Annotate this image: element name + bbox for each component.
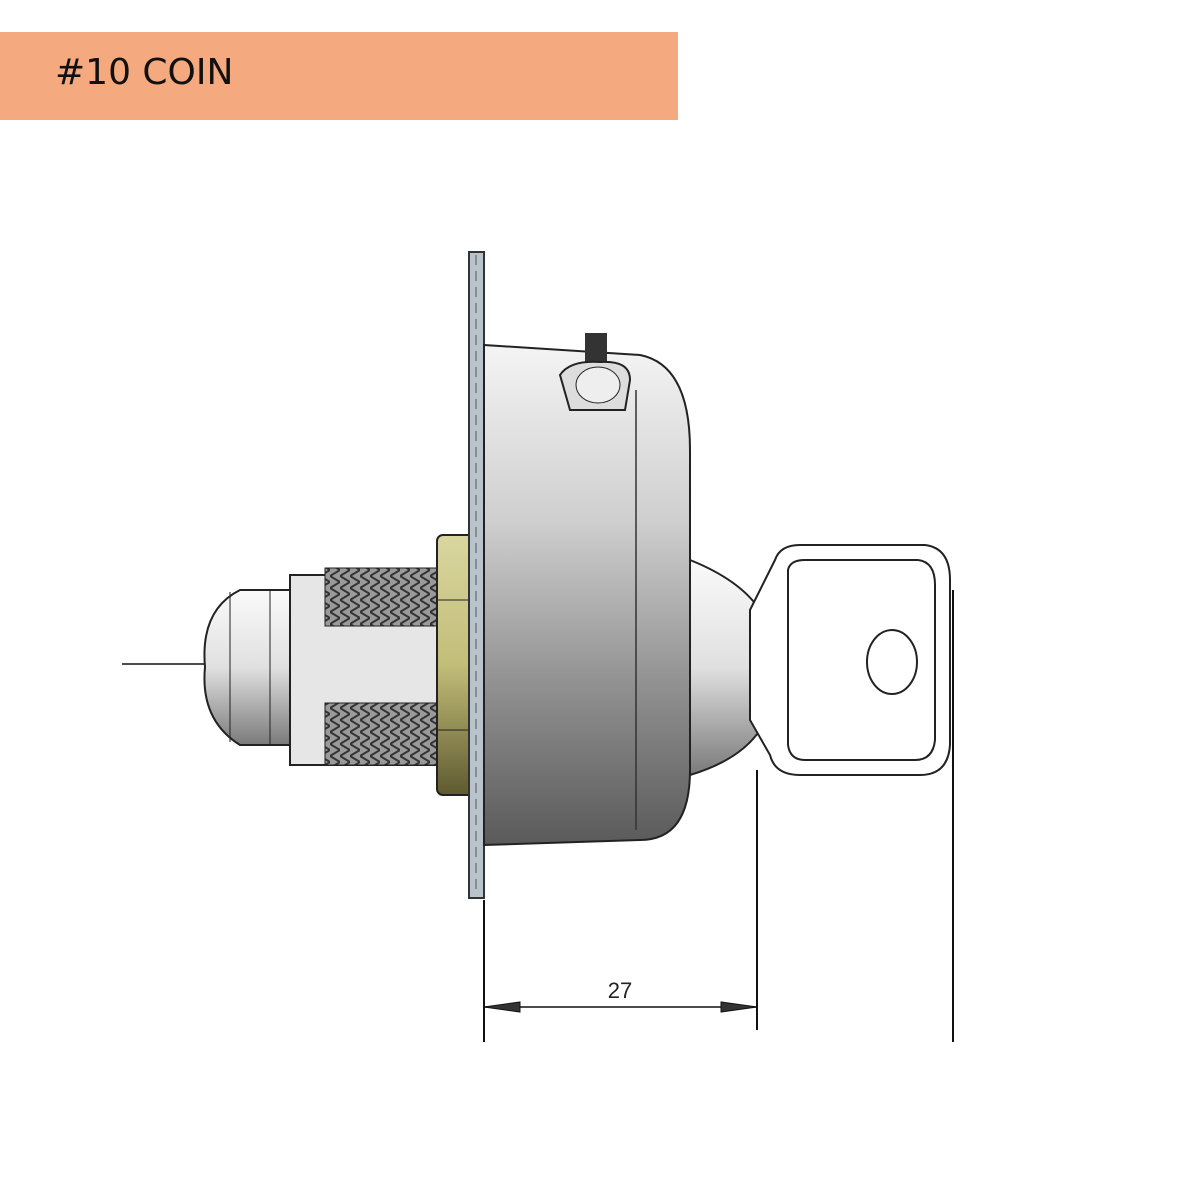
dimension: [483, 590, 954, 1042]
key: [749, 544, 951, 776]
threaded-shaft: [289, 567, 441, 766]
banner-title: #10 COIN: [55, 52, 234, 93]
key-hole: [866, 629, 918, 695]
dimension-label: 27: [608, 978, 632, 1003]
title-banner: #10 COIN: [0, 32, 678, 120]
cylinder-end: [203, 589, 301, 746]
lock-body: [483, 343, 691, 847]
coin-pin: [558, 333, 632, 411]
